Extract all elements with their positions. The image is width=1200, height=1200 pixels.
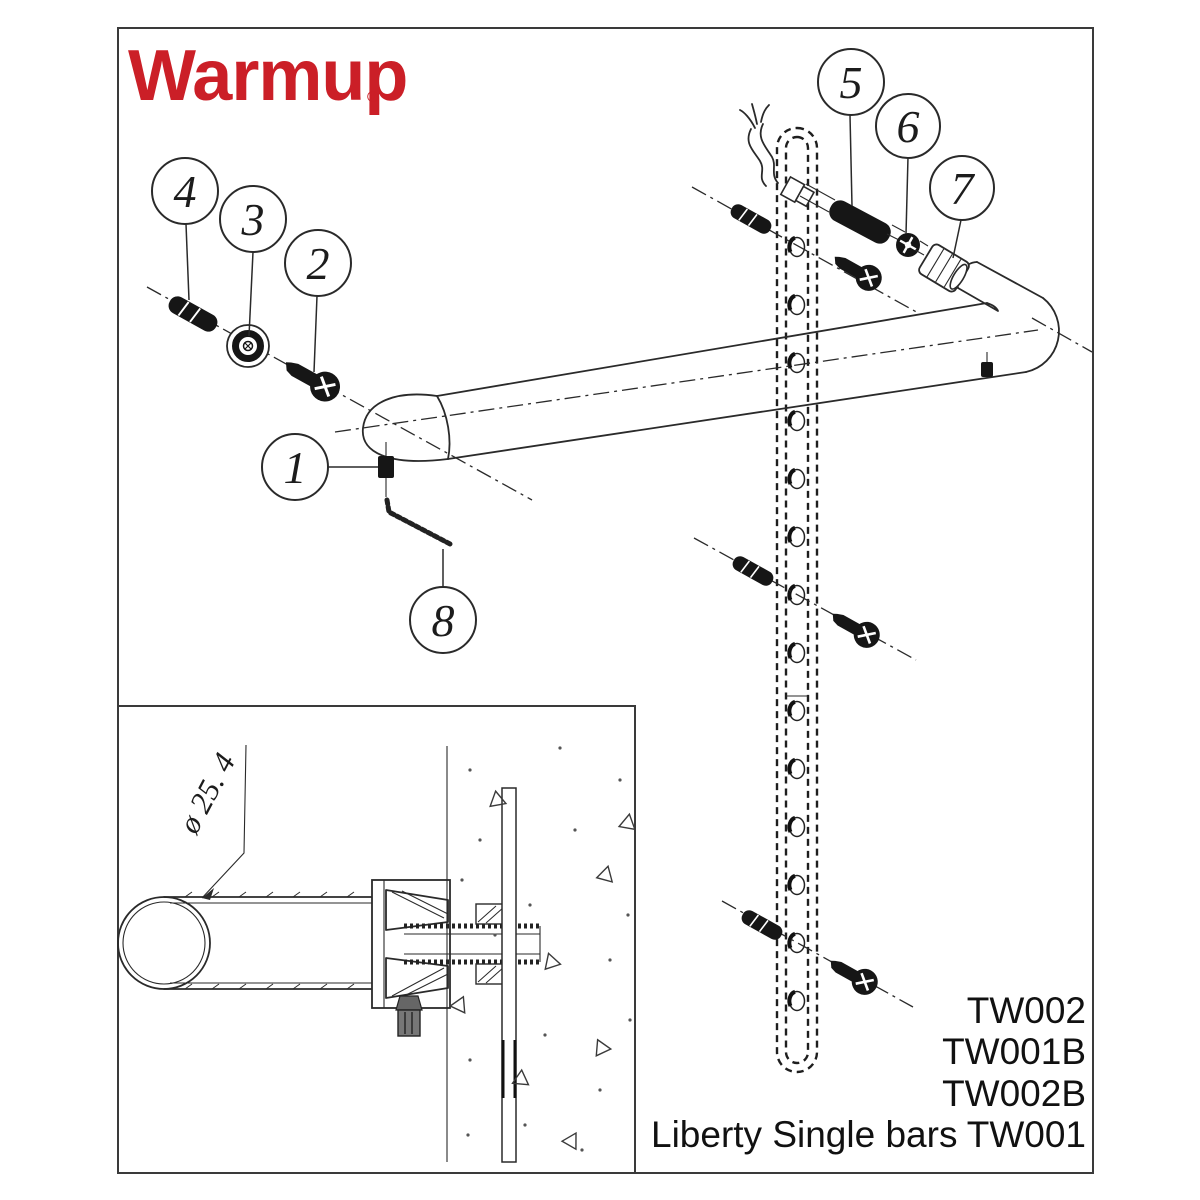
end-bushing-item7 xyxy=(918,243,970,293)
callout-2: 2 xyxy=(284,229,352,373)
upper-arm-edge xyxy=(976,261,1044,299)
callout-leader xyxy=(248,251,254,337)
mounting-bracket-section xyxy=(371,879,541,1037)
callout-circle xyxy=(409,586,477,654)
grommet-item3 xyxy=(226,324,270,368)
product-series-name: Liberty Single bars xyxy=(651,1114,957,1155)
callout-number: 6 xyxy=(897,101,920,152)
callout-number: 7 xyxy=(951,163,976,214)
registered-trademark-symbol: ® xyxy=(367,89,379,106)
elbow-inner-edge xyxy=(957,287,999,312)
element-stem-3 xyxy=(914,240,929,256)
element-stem-1 xyxy=(799,183,836,213)
elbow-outer-edge xyxy=(1025,297,1060,373)
concrete-speckle xyxy=(460,746,632,1152)
callout-circle xyxy=(875,93,941,159)
callout-number: 8 xyxy=(432,595,455,646)
left-mount-exploded xyxy=(146,286,533,501)
dimension-leader xyxy=(201,744,247,899)
callout-7: 7 xyxy=(929,155,995,259)
callout-6: 6 xyxy=(875,93,941,235)
warmup-logo-text: Warmup xyxy=(128,36,407,116)
callout-circle xyxy=(929,155,995,221)
cable-inner xyxy=(759,123,779,184)
bar-left-end-cap xyxy=(362,393,449,462)
lock-nut-item6 xyxy=(896,233,920,257)
threaded-stem xyxy=(404,923,540,965)
callout-3: 3 xyxy=(219,185,287,337)
callout-8: 8 xyxy=(409,549,477,654)
callout-1: 1 xyxy=(261,433,378,501)
callout-number: 2 xyxy=(307,238,330,289)
stripped-wires xyxy=(739,103,770,129)
model-code-1: TW002 xyxy=(967,990,1086,1031)
model-code-4: TW001 xyxy=(967,1114,1086,1155)
detail-section-view: ø 25. 4 xyxy=(117,705,638,1174)
elbow-centerline xyxy=(1031,317,1093,353)
setscrew-and-key xyxy=(378,442,455,548)
callout-circle xyxy=(219,185,287,253)
fixing-axis xyxy=(691,186,921,315)
allen-key-item8 xyxy=(384,497,455,548)
cable-gland xyxy=(779,175,816,208)
title-block: TW002 TW001B TW002B TW001 Liberty Single… xyxy=(651,990,1086,1155)
callout-circle xyxy=(284,229,352,297)
callout-leader xyxy=(849,114,853,207)
callout-circle xyxy=(261,433,329,501)
wall-plate xyxy=(501,787,517,1163)
locking-screw-body xyxy=(397,1009,421,1037)
heating-element-item5 xyxy=(829,200,891,244)
bar-left-end-face xyxy=(436,395,451,460)
callout-leader xyxy=(313,295,318,373)
model-code-2: TW001B xyxy=(942,1031,1086,1072)
fixing-axis xyxy=(693,537,917,661)
callout-number: 3 xyxy=(241,194,265,245)
callout-leader xyxy=(952,219,962,259)
bar-top-edge xyxy=(436,302,988,397)
callout-number: 1 xyxy=(284,442,307,493)
callout-number: 4 xyxy=(174,166,197,217)
set-screw-item1 xyxy=(378,456,394,478)
callout-number: 5 xyxy=(840,57,863,108)
cable-outer xyxy=(747,128,767,187)
callout-leader xyxy=(185,223,190,301)
callout-leader xyxy=(905,156,909,235)
fixing-set-top xyxy=(691,186,921,315)
callout-5: 5 xyxy=(817,48,885,207)
callout-circle xyxy=(817,48,885,116)
callout-circle xyxy=(151,157,219,225)
grub-screw-right xyxy=(981,362,993,377)
rail-outer-outline xyxy=(775,126,819,1074)
bar-bottom-edge xyxy=(447,371,1027,460)
fixing-set-middle xyxy=(693,537,917,661)
wall-section xyxy=(446,746,638,1163)
locking-screw-head xyxy=(395,995,423,1011)
cable-and-element xyxy=(739,103,970,293)
callout-4: 4 xyxy=(151,157,219,301)
fixing-set-bottom xyxy=(721,900,914,1008)
towel-bar xyxy=(334,261,1093,462)
tube-end-inner xyxy=(122,901,206,985)
bar-centerline xyxy=(334,329,1039,433)
model-code-3: TW002B xyxy=(942,1073,1086,1114)
plate-dark-marks xyxy=(501,1040,517,1098)
brand-logo: Warmup ® xyxy=(128,36,408,116)
